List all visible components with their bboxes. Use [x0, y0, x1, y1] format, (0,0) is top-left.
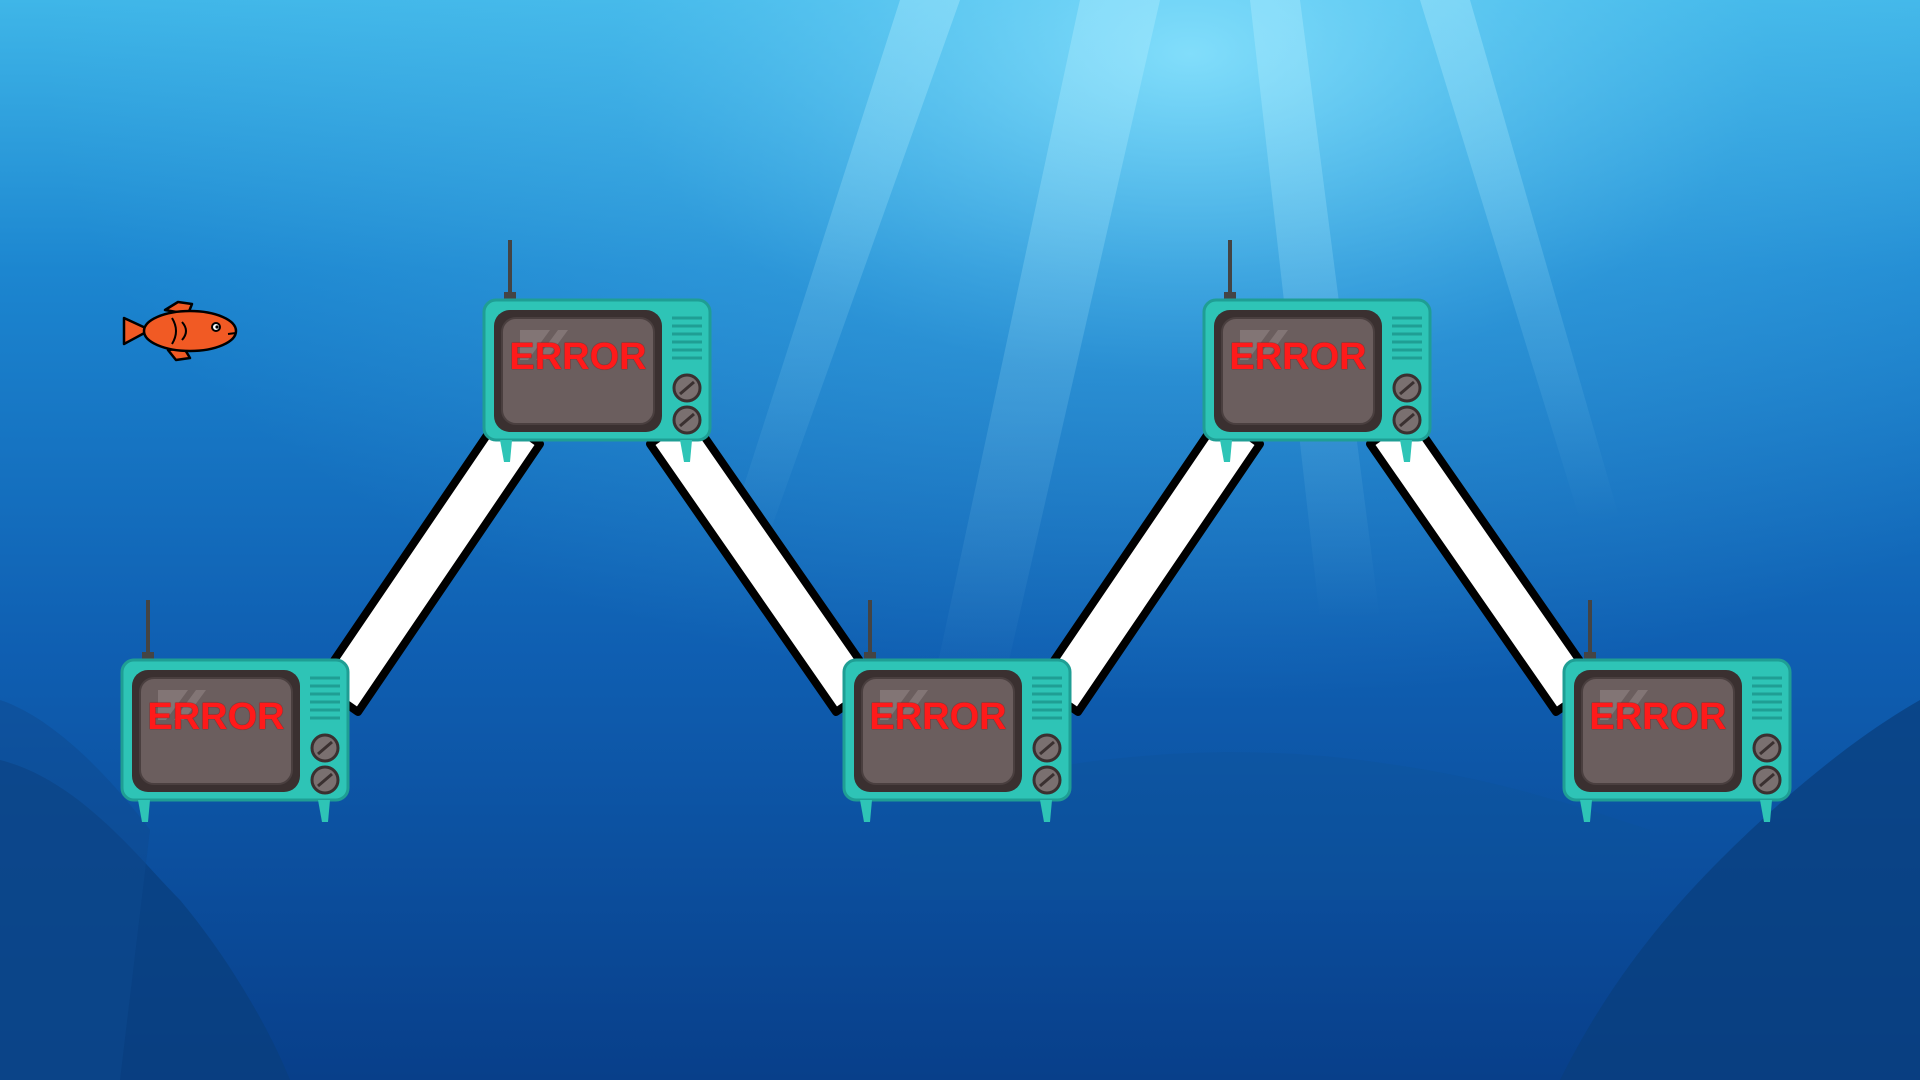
level-tv-4[interactable]: ERROR [1200, 240, 1434, 462]
light-ray [720, 0, 960, 560]
tv-icon [1562, 600, 1792, 822]
fish-icon[interactable] [120, 300, 240, 362]
rock-right [1560, 700, 1920, 1080]
level-path [314, 412, 1600, 716]
tv-icon [1202, 240, 1432, 462]
tv-icon [842, 600, 1072, 822]
level-tv-3[interactable]: ERROR [840, 600, 1074, 822]
rock-left-back [0, 700, 150, 1080]
seafloor-ridge [900, 752, 1650, 900]
tv-icon [120, 600, 350, 822]
tv-icon [482, 240, 712, 462]
level-tv-1[interactable]: ERROR [118, 600, 352, 822]
level-tv-2[interactable]: ERROR [480, 240, 714, 462]
light-ray [930, 0, 1160, 700]
level-tv-5[interactable]: ERROR [1560, 600, 1794, 822]
light-ray [1420, 0, 1620, 520]
